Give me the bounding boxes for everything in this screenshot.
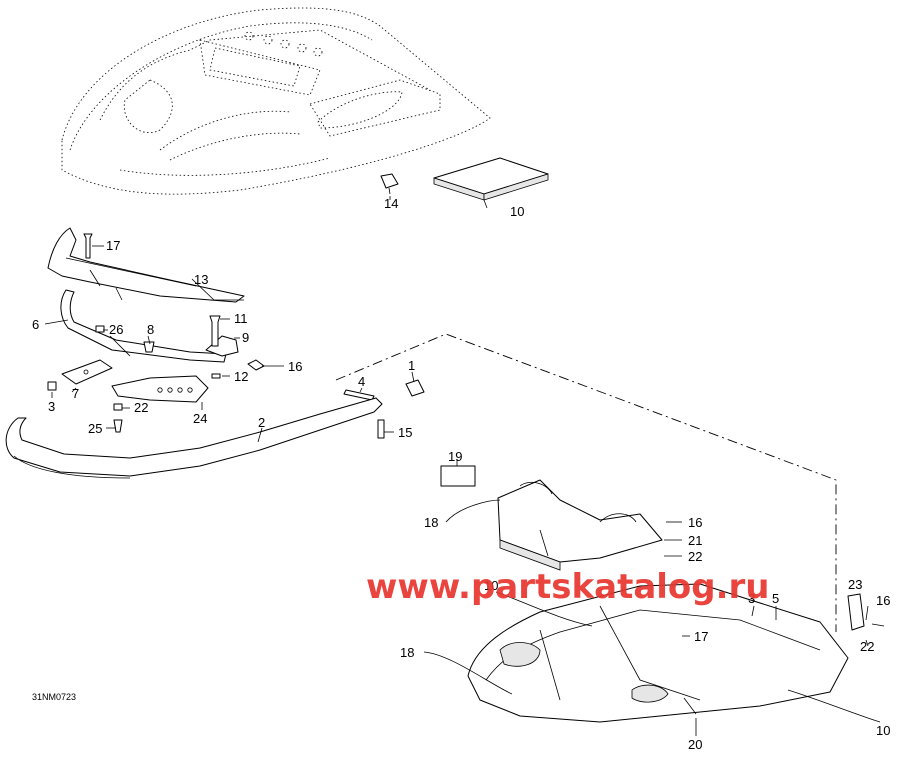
part-19-decal: [440, 460, 476, 487]
callout-6: 6: [32, 317, 39, 332]
callout-4: 4: [358, 374, 365, 389]
part-20-belly-pan: [467, 583, 849, 723]
part-6-bumper-frame: [60, 289, 227, 363]
callout-26: 26: [109, 322, 123, 337]
callout-11: 11: [234, 311, 248, 326]
callout-23: 23: [848, 577, 862, 592]
callout-16-right: 16: [876, 593, 890, 608]
callout-17-right: 17: [694, 629, 708, 644]
leader-lines: [44, 196, 885, 736]
callout-10-top: 10: [510, 204, 524, 219]
callout-15: 15: [398, 425, 412, 440]
hardware-fasteners: [47, 233, 425, 439]
diagram-code: 31NM0723: [32, 692, 76, 702]
callout-2: 2: [258, 415, 265, 430]
callout-22-mid: 22: [688, 549, 702, 564]
part-14-clip: [380, 173, 399, 195]
part-13-upper-bumper: [47, 227, 245, 303]
callout-3-right: 3: [748, 591, 755, 606]
callout-17-top: 17: [106, 238, 120, 253]
watermark: www.partskatalog.ru: [366, 567, 770, 607]
callout-16-mid: 16: [688, 515, 702, 530]
hood-outline: [61, 7, 491, 195]
callout-13: 13: [194, 272, 208, 287]
part-7-plate: [61, 359, 113, 385]
callout-10-bottom: 10: [876, 723, 890, 738]
part-2-lower-bumper: [5, 397, 383, 479]
part-18-upper-panel: [497, 479, 663, 571]
callout-20: 20: [688, 737, 702, 752]
part-23-bracket: [847, 593, 865, 631]
callout-5: 5: [772, 591, 779, 606]
alignment-line: [335, 333, 837, 632]
callout-16-left: 16: [288, 359, 302, 374]
callout-9: 9: [242, 330, 249, 345]
callout-22-left: 22: [134, 400, 148, 415]
callout-12: 12: [234, 369, 248, 384]
callout-18-upper: 18: [424, 515, 438, 530]
callout-24: 24: [193, 411, 207, 426]
callout-8: 8: [147, 322, 154, 337]
callout-10-mid: 10: [484, 578, 498, 593]
callout-22-right: 22: [860, 639, 874, 654]
callout-labels: 17 13 6 26 8 11 9 12 16 7 3 22 24 25 4 1…: [32, 196, 890, 752]
part-24-bracket: [111, 375, 209, 403]
part-9-bracket: [205, 335, 239, 357]
callout-25: 25: [88, 421, 102, 436]
callout-18-lower: 18: [400, 645, 414, 660]
callout-21: 21: [688, 533, 702, 548]
callout-7: 7: [72, 386, 79, 401]
part-10-pad-top: [433, 157, 549, 209]
callout-14: 14: [384, 196, 398, 211]
callout-3-left: 3: [48, 399, 55, 414]
callout-1: 1: [408, 358, 415, 373]
callout-19: 19: [448, 449, 462, 464]
